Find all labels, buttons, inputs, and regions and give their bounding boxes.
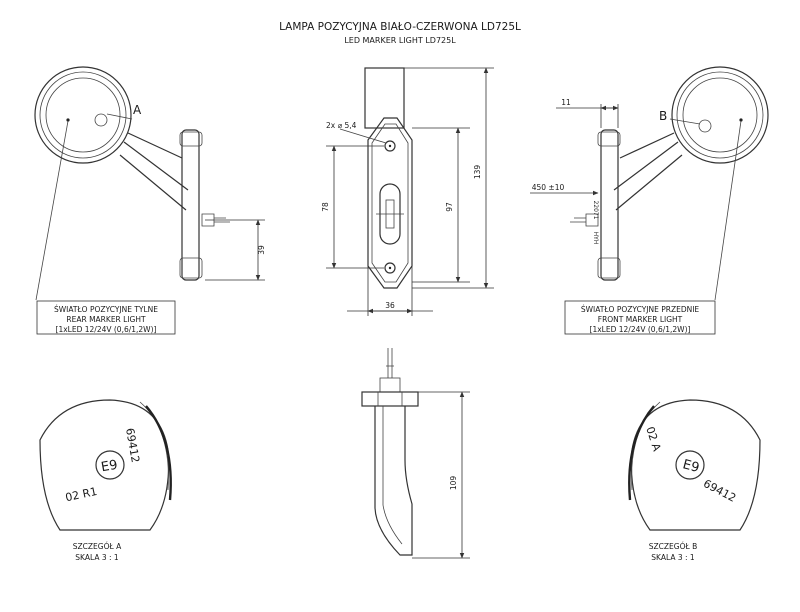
left-lamp-arm <box>119 132 189 211</box>
right-dim-11-value: 11 <box>561 98 571 107</box>
right-lamp-mid-ring <box>676 71 764 159</box>
side-wire <box>386 348 394 378</box>
detail-a-emark-circle <box>95 450 125 480</box>
left-detail-a-leader <box>106 113 133 120</box>
detail-b-caption-1: SZCZEGÓŁ B <box>649 542 697 551</box>
right-vertical-text-1: 22071 <box>592 200 599 219</box>
detail-b-approval-number: 69412 <box>701 477 738 505</box>
front-hole-top <box>384 140 396 152</box>
right-mounting-plate <box>600 129 619 281</box>
left-lamp-center-dot <box>66 118 70 122</box>
side-flange <box>361 391 419 407</box>
side-arm <box>374 406 413 556</box>
front-hole-bottom <box>384 262 396 274</box>
right-label-leader <box>714 120 742 301</box>
left-label-leader <box>35 120 69 301</box>
left-lamp-lens <box>45 77 121 153</box>
front-tube <box>364 67 405 129</box>
right-label-line-3: [1xLED 12/24V (0,6/1,2W)] <box>590 325 691 334</box>
front-view: 2x ⌀ 5,4 78 97 139 36 <box>321 67 494 316</box>
detail-a-code: 02 R1 <box>64 485 98 504</box>
right-plate-foot-top <box>597 131 621 147</box>
left-lamp-mid-ring <box>39 71 127 159</box>
front-hole-callout: 2x ⌀ 5,4 <box>326 121 357 130</box>
right-vertical-text-2: HYH <box>592 232 599 245</box>
left-lamp-emark-circle <box>94 113 108 127</box>
right-view: B 11 450 ±10 22071 HYH ŚWIATŁO POZYCYJNE… <box>530 66 769 335</box>
detail-a-approval-number: 69412 <box>123 427 142 464</box>
front-dim-78-value: 78 <box>321 202 330 212</box>
side-arm-inner <box>382 406 403 545</box>
detail-b-rim-thick <box>628 405 655 501</box>
left-detail-a-marker: A <box>133 103 142 117</box>
front-dim-139-value: 139 <box>473 165 482 180</box>
detail-a: E9 69412 02 R1 SZCZEGÓŁ A SKALA 3 : 1 <box>39 399 172 562</box>
front-hole-leader <box>339 128 387 144</box>
detail-b-emark-circle <box>675 450 705 480</box>
front-hole-bottom-center <box>388 266 392 270</box>
detail-b-emark: E9 <box>681 457 701 476</box>
right-dim-cable-value: 450 ±10 <box>532 183 565 192</box>
title-main: LAMPA POZYCYJNA BIAŁO-CZERWONA LD725L <box>279 21 521 33</box>
left-connector <box>201 213 230 227</box>
detail-b-code: 02 A <box>643 425 663 453</box>
right-label-box <box>564 300 716 335</box>
side-dim-109-value: 109 <box>449 476 458 491</box>
left-dim-39-value: 39 <box>257 245 266 255</box>
right-label-line-1: ŚWIATŁO POZYCYJNE PRZEDNIE <box>581 305 700 314</box>
right-lamp-lens <box>682 77 758 153</box>
title-sub: LED MARKER LIGHT LD725L <box>344 36 456 45</box>
detail-b-caption-2: SKALA 3 : 1 <box>651 553 695 562</box>
left-view: A 39 ŚWIATŁO POZYCYJNE TYLNE REAR MARKER… <box>34 66 266 335</box>
detail-b: E9 02 A 69412 SZCZEGÓŁ B SKALA 3 : 1 <box>628 399 761 562</box>
left-plate-foot-bottom <box>179 257 203 279</box>
detail-a-rim-thick <box>145 405 172 501</box>
left-plate-foot-top <box>179 131 203 147</box>
left-label-box <box>36 300 176 335</box>
right-lamp-center-dot <box>739 118 743 122</box>
front-dim-36-value: 36 <box>385 301 395 310</box>
right-detail-b-leader <box>669 118 701 125</box>
detail-a-caption-1: SZCZEGÓŁ A <box>73 542 122 551</box>
right-detail-b-marker: B <box>659 109 667 123</box>
left-lamp-outer-ring <box>34 66 132 164</box>
right-connector <box>570 213 599 227</box>
front-hole-top-center <box>388 144 392 148</box>
right-label-line-2: FRONT MARKER LIGHT <box>598 315 683 324</box>
side-connector <box>379 377 401 393</box>
left-label-line-2: REAR MARKER LIGHT <box>66 315 146 324</box>
right-plate-foot-bottom <box>597 257 621 279</box>
front-dim-97-value: 97 <box>445 202 454 212</box>
right-lamp-emark-circle <box>698 119 712 133</box>
side-view: 109 <box>361 348 470 559</box>
front-base-plate-inner <box>371 123 409 283</box>
left-mounting-plate <box>181 129 200 281</box>
detail-a-emark: E9 <box>100 458 119 476</box>
front-base-plate <box>367 117 413 289</box>
right-lamp-outer-ring <box>671 66 769 164</box>
right-lamp-arm <box>613 132 683 211</box>
left-label-line-1: ŚWIATŁO POZYCYJNE TYLNE <box>54 305 158 314</box>
detail-a-caption-2: SKALA 3 : 1 <box>75 553 119 562</box>
left-label-line-3: [1xLED 12/24V (0,6/1,2W)] <box>56 325 157 334</box>
